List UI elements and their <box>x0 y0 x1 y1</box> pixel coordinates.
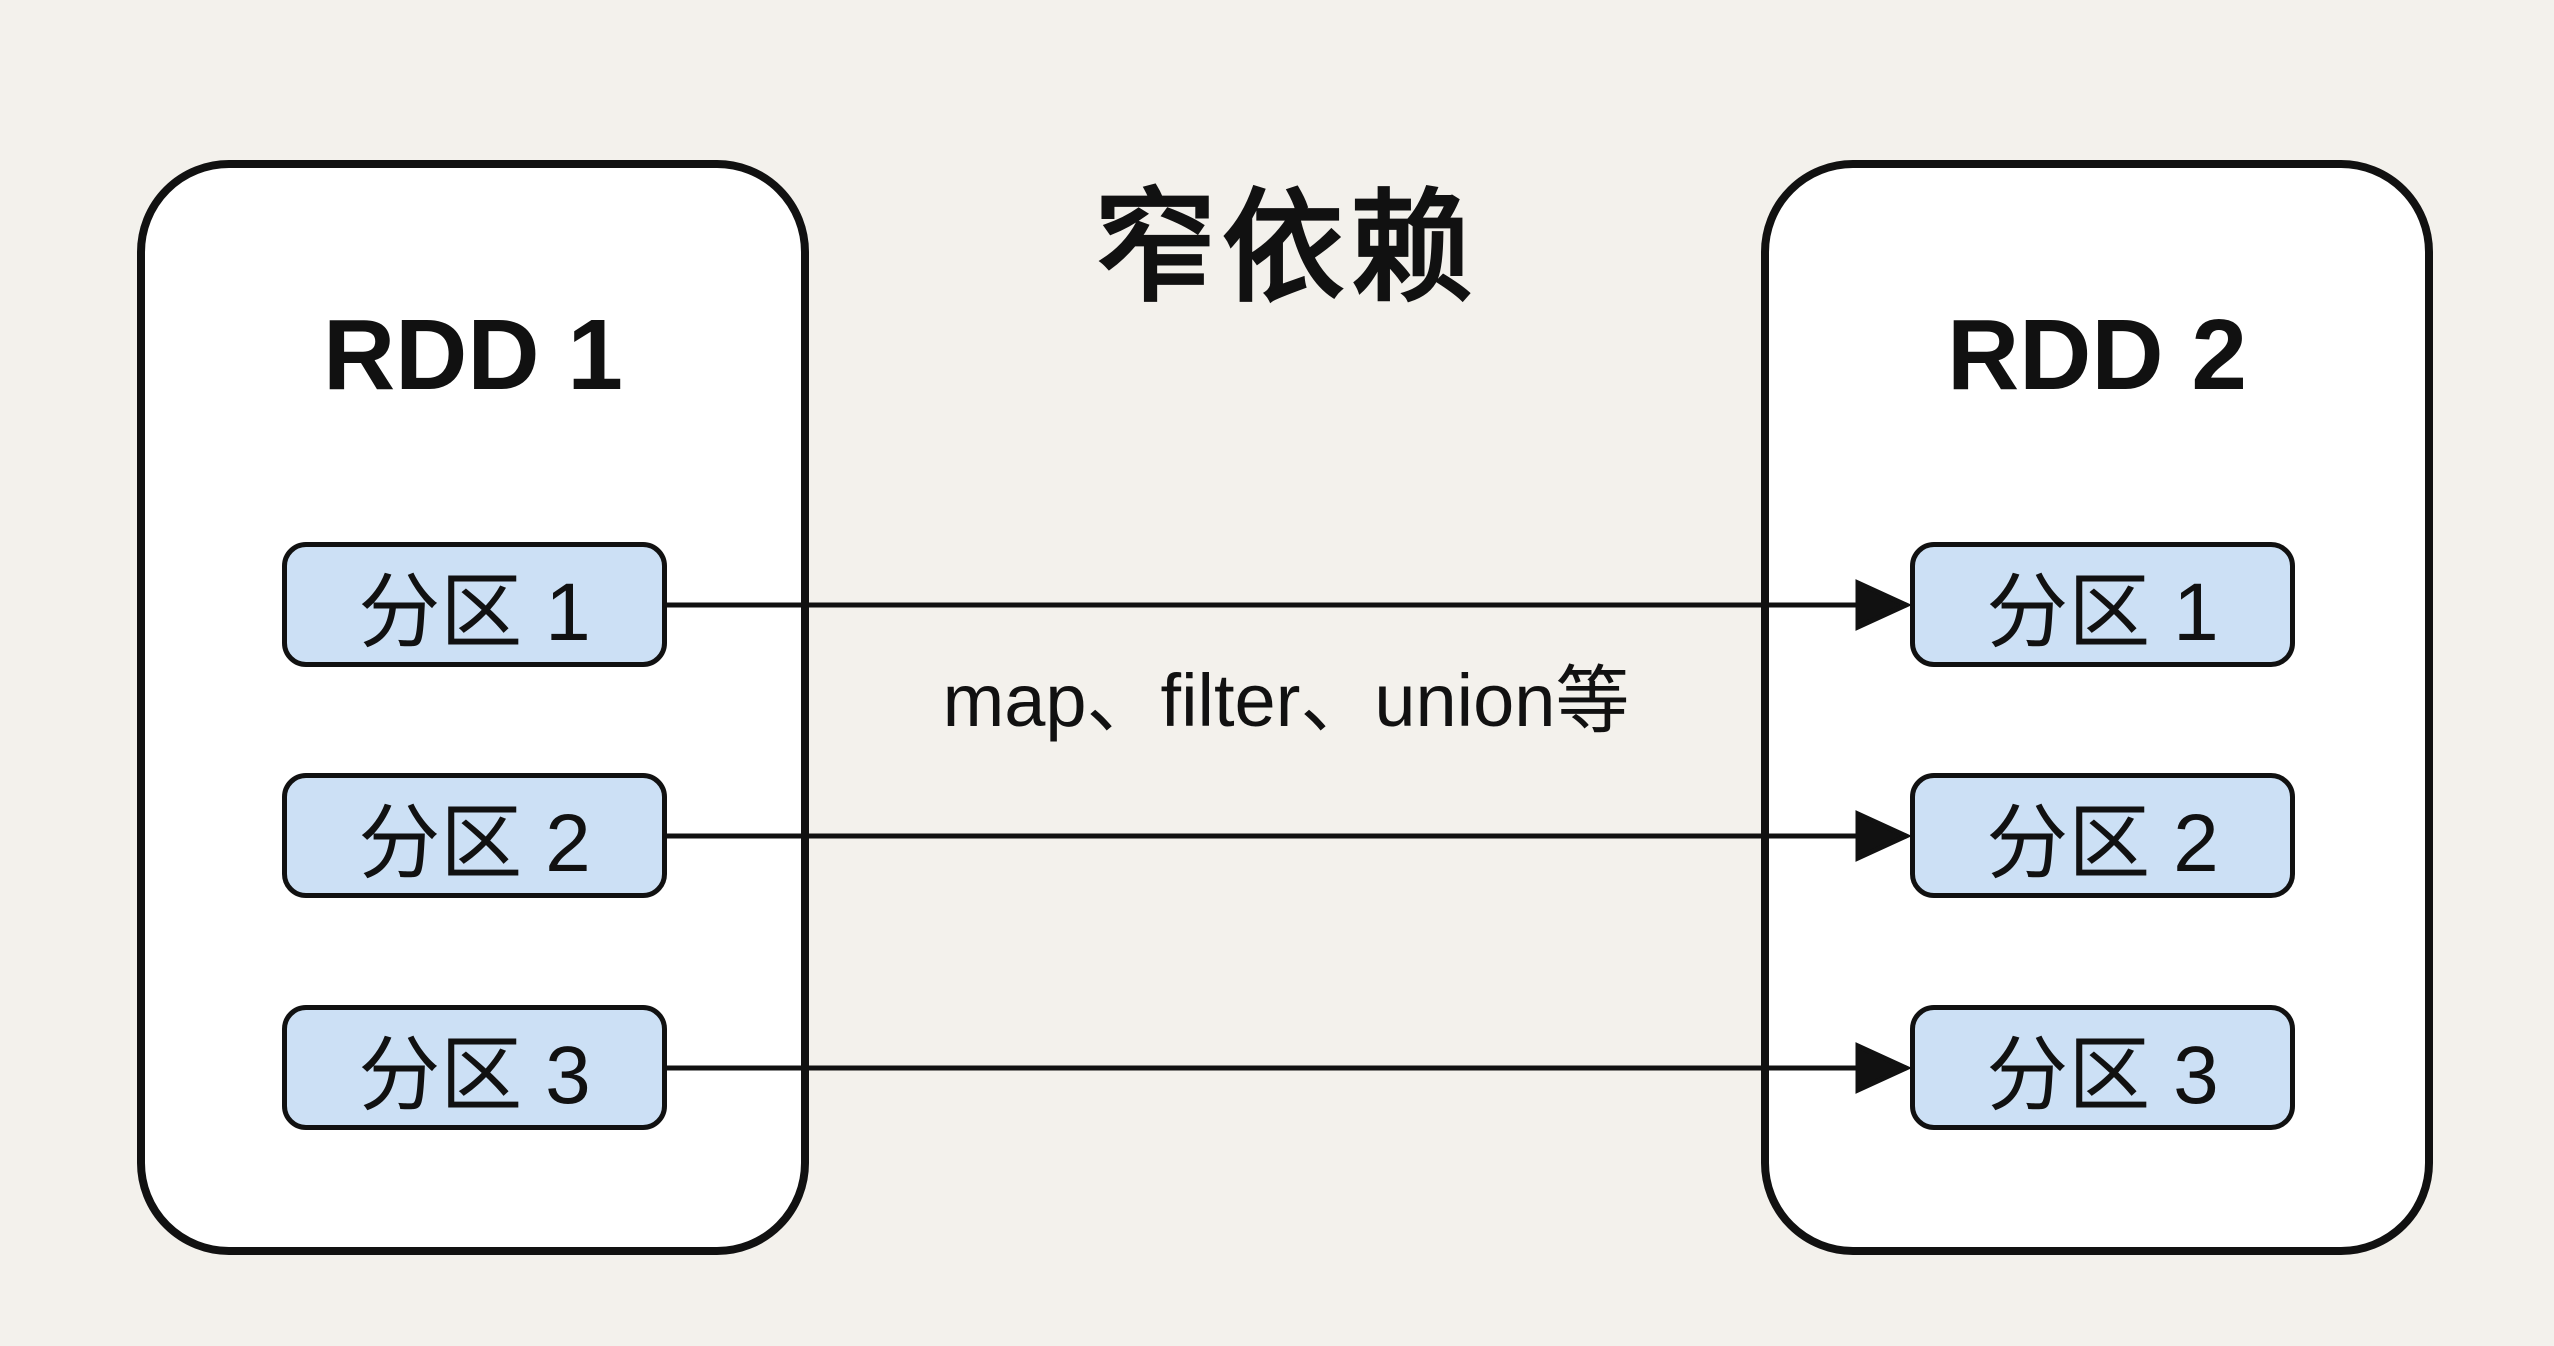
diagram-title: 窄依赖 <box>1094 180 1478 316</box>
rdd1-partition-2: 分区 2 <box>282 773 667 898</box>
rdd2-partition-3: 分区 3 <box>1910 1005 2295 1130</box>
rdd2-partition-1: 分区 1 <box>1910 542 2295 667</box>
transformation-label: map、filter、union等 <box>942 659 1630 742</box>
rdd2-partition-2: 分区 2 <box>1910 773 2295 898</box>
rdd2-label: RDD 2 <box>1946 299 2248 411</box>
rdd1-partition-1: 分区 1 <box>282 542 667 667</box>
rdd1-partition-3: 分区 3 <box>282 1005 667 1130</box>
rdd1-label: RDD 1 <box>322 299 624 411</box>
